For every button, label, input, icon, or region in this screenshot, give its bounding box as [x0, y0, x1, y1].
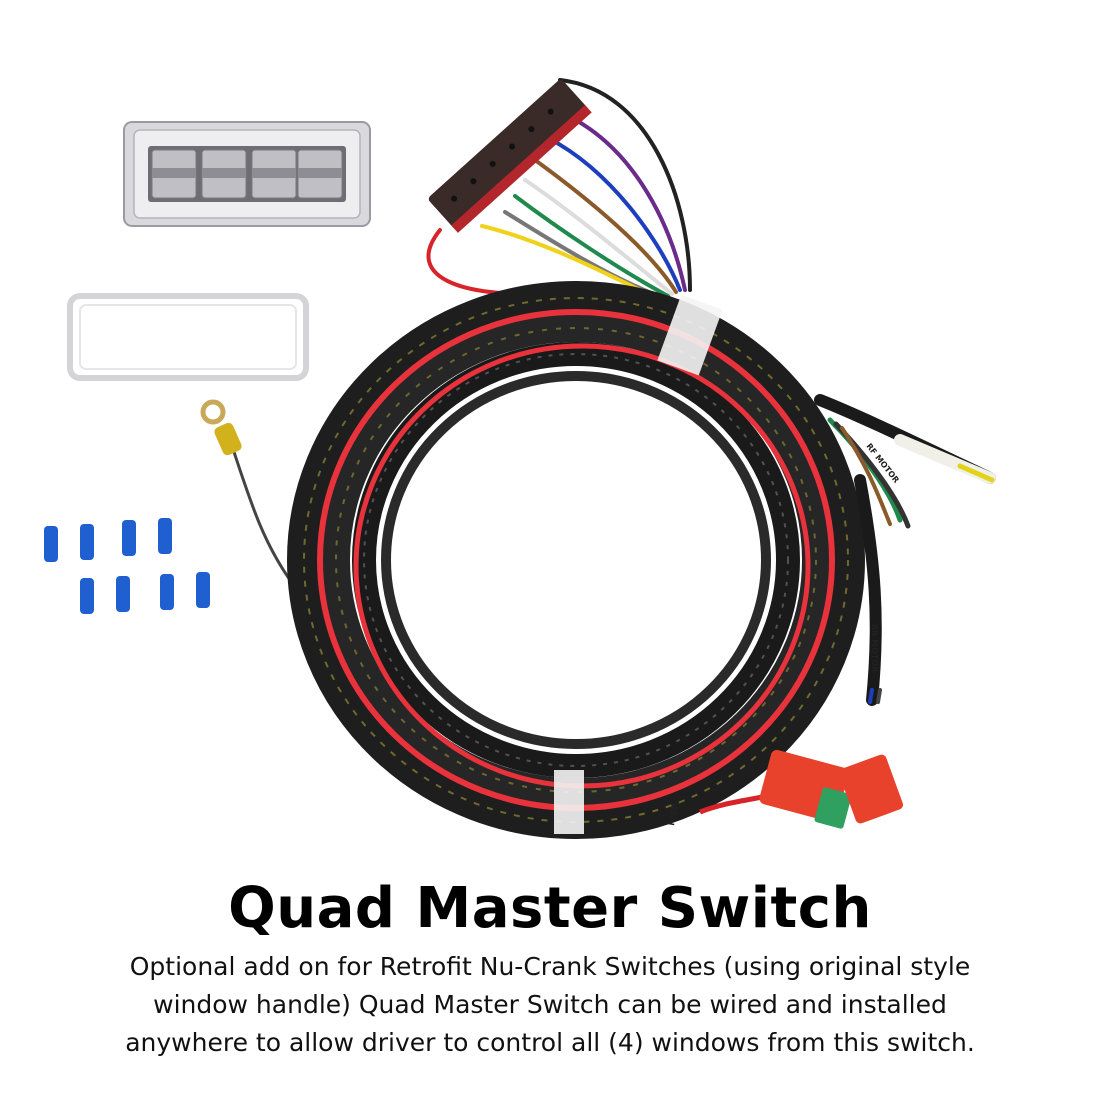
description-line: window handle) Quad Master Switch can be…	[153, 990, 947, 1019]
ground-wire	[200, 399, 292, 581]
switch-rockers	[151, 149, 343, 199]
clear-gasket	[67, 293, 309, 381]
motor-leads	[814, 394, 996, 706]
product-description: Optional add on for Retrofit Nu-Crank Sw…	[40, 948, 1060, 1062]
harness-connector	[426, 78, 692, 302]
coiled-harness	[287, 281, 865, 839]
blue-connectors	[44, 518, 210, 614]
feed-label: FEED	[667, 802, 680, 827]
quad-switch-bezel	[123, 121, 371, 227]
description-line: Optional add on for Retrofit Nu-Crank Sw…	[129, 952, 971, 981]
fuse-holder	[699, 749, 904, 829]
rr-motor-label: RR MOTOR	[870, 624, 879, 672]
product-photo: RF MOTOR RR MOTOR FEED	[44, 78, 996, 839]
description-line: anywhere to allow driver to control all …	[125, 1028, 975, 1057]
product-title: Quad Master Switch	[228, 876, 872, 941]
